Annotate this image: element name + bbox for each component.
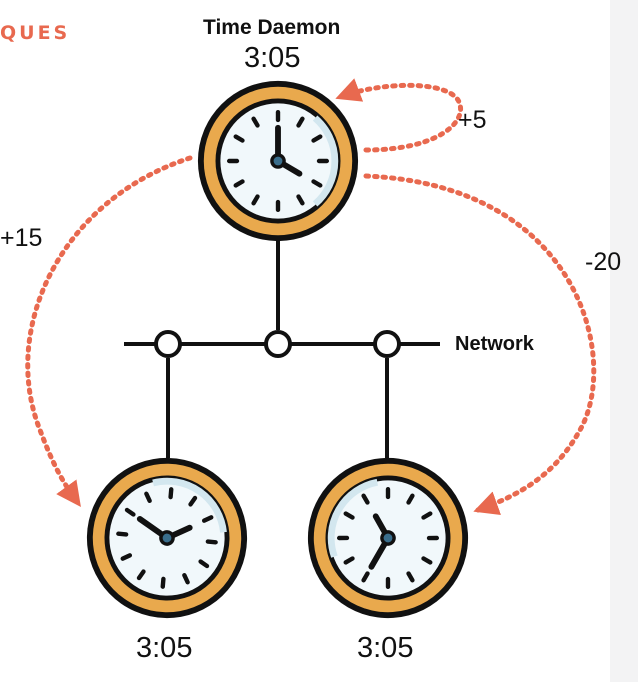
network-node-left: [154, 330, 182, 358]
left-client-time: 3:05: [136, 632, 193, 664]
right-adjust-arrow: [363, 173, 597, 516]
right-client-clock-icon: [279, 429, 498, 648]
self-adjust-label: +5: [458, 106, 487, 134]
right-adjust-label: -20: [585, 248, 622, 276]
left-adjust-arrow: [25, 155, 193, 508]
left-adjust-label: +15: [0, 224, 43, 252]
network-label: Network: [455, 333, 534, 355]
self-adjust-arrow: [335, 78, 463, 153]
daemon-clock-icon: [198, 81, 358, 241]
left-client-clock-icon: [55, 426, 278, 649]
daemon-title: Time Daemon: [203, 16, 341, 39]
header-fragment: QUES: [0, 22, 71, 44]
daemon-time: 3:05: [244, 42, 301, 74]
side-panel-edge: [610, 0, 638, 682]
network-node-center: [264, 330, 292, 358]
right-client-time: 3:05: [357, 632, 414, 664]
network-node-right: [373, 330, 401, 358]
